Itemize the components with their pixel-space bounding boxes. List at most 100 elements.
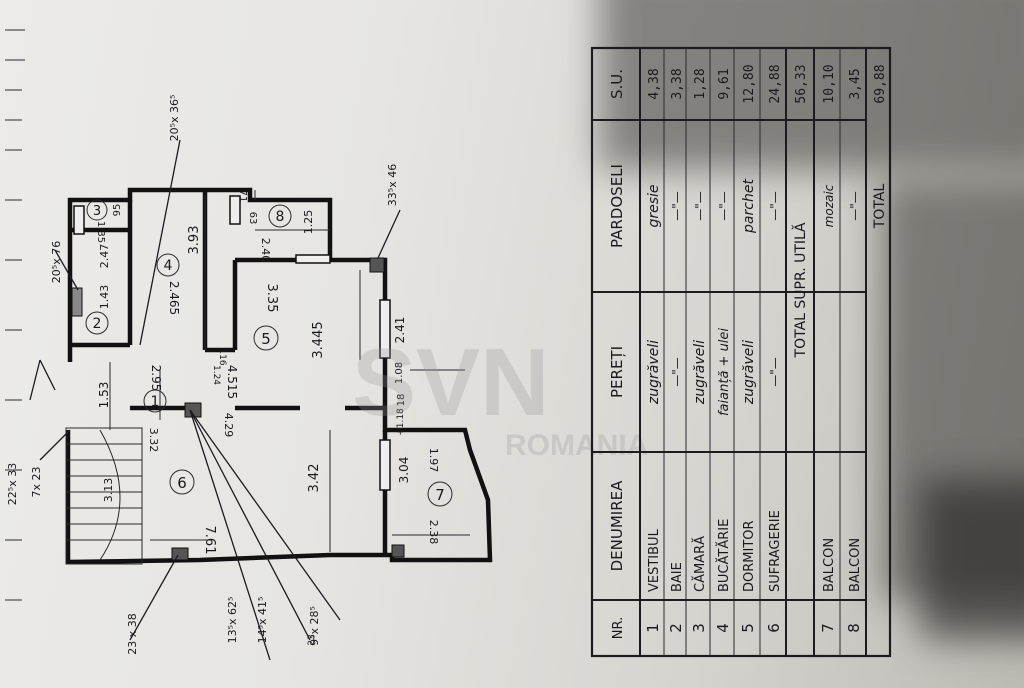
row-2-nr: 2 [667,623,685,633]
dim-27: 1.97 [427,448,440,473]
annot-10: 23 [307,634,317,645]
dim-4: 4.29 [222,413,235,438]
room-label-7: 7 [435,486,445,504]
row-8-name: BALCON [848,538,863,592]
outer-wall [65,187,493,565]
registration-marks [5,29,25,601]
room-label-2: 2 [93,316,102,332]
row-4-name: BUCĂTĂRIE [716,519,732,592]
photo-shadow-bottom [920,480,1024,640]
dim-26: 3.04 [397,457,411,484]
watermark-main: SVN [352,329,549,436]
header-su: S.U. [608,69,626,99]
row-5-nr: 5 [739,623,757,633]
dimension-texts: 1.53 2.95 3.32 4.29 3.42 7.61 3.13 1.43 … [95,190,440,555]
floor-plan: 1 2 3 4 5 6 7 8 1.53 2.95 3.32 4.29 3.42… [6,95,493,661]
dim-29: +1.18 [396,408,406,436]
window-kitchen [295,254,331,264]
row-1-floors: gresie [646,184,662,227]
dim-23: 2.41 [393,317,407,344]
dim-18: 1.25 [302,210,315,235]
table-row: 3 CĂMARĂ zugrăveli —"— 1,28 [690,68,708,632]
dim-8: 1.43 [98,285,111,310]
dim-28: 2.38 [427,520,440,545]
dim-24: 1.08 [394,362,405,384]
row-5-walls: zugrăveli [741,340,757,405]
window-pantry [73,205,85,235]
row-3-walls: zugrăveli [692,340,708,405]
staircase [65,427,143,565]
row-2-su: 3,38 [670,68,685,99]
row-2-name: BAIE [670,562,685,592]
row-4-su: 9,61 [717,68,732,99]
row-3-su: 1,28 [693,68,708,99]
annot-8: 14⁵x 41⁵ [256,597,269,644]
row-6-name: SUFRAGERIE [768,510,783,592]
room-table: NR. DENUMIREA PEREȚI PARDOSELI S.U. 1 VE… [590,46,892,658]
dim-17: 2.40 [259,238,272,263]
annot-5: 7x 23 [30,466,43,497]
watermark: SVN ROMANIA [352,329,648,462]
room-label-3: 3 [93,204,101,219]
row-7-name: BALCON [822,538,837,592]
row-1-nr: 1 [644,623,662,633]
room-label-5: 5 [261,330,271,348]
annot-1: 20⁵x 76 [50,241,63,283]
annot-4: 22⁵x 33 [6,463,19,505]
annot-2: 20⁵x 36⁵ [168,95,181,142]
dim-11: 95 [112,204,123,217]
dim-19: 63 [247,212,258,225]
column-hatch-4 [391,544,405,558]
dim-15: 3.445 [311,321,326,358]
table-row: 7 BALCON mozaic 10,10 [819,64,837,632]
window-balcony-8 [229,195,241,225]
row-5-name: DORMITOR [742,520,757,592]
header-pardoseli: PARDOSELI [608,164,626,248]
room-label-8: 8 [276,209,285,225]
table-row: 8 BALCON —"— 3,45 [845,68,863,632]
dim-9: 2.47 [98,244,111,269]
room-label-1: 1 [151,394,160,410]
annot-6: 23 x 38 [126,613,139,655]
room-label-4: 4 [164,258,173,274]
table-row: 2 BAIE —"— —"— 3,38 [667,68,685,632]
dim-12: 3.93 [187,226,202,255]
annotation-texts: 20⁵x 76 20⁵x 36⁵ 33⁵x 46 22⁵x 33 7x 23 2… [6,95,399,655]
dim-21: 1.24 [211,365,221,385]
row-8-nr: 8 [845,623,863,633]
room-label-6: 6 [177,474,187,492]
room-labels: 1 2 3 4 5 6 7 8 [85,199,453,507]
annot-9: 9⁵x 28⁵ [308,606,321,646]
dim-7: 3.13 [102,478,115,503]
row-1-walls: zugrăveli [646,340,662,405]
annot-7: 13⁵x 62⁵ [226,597,239,644]
leader-lines [29,139,401,661]
annot-3: 33⁵x 46 [386,164,399,206]
dim-1: 1.53 [97,382,111,409]
row-1-su: 4,38 [647,68,662,99]
row-4-nr: 4 [714,623,732,633]
dim-25: 18 [396,394,407,407]
table-row: 4 BUCĂTĂRIE faianță + ulei —"— 9,61 [714,68,732,632]
dim-14: 3.35 [264,284,279,313]
total-label: TOTAL [872,184,888,230]
header-nr: NR. [611,617,626,639]
row-8-floors: —"— [848,191,862,221]
row-4-floors: —"— [717,191,731,221]
row-3-name: CĂMARĂ [692,536,708,592]
table-row: 6 SUFRAGERIE —"— —"— 24,88 [765,64,783,632]
dim-20: 71 [237,190,248,203]
total-util-label: TOTAL SUPR. UTILĂ [791,222,809,358]
header-denumirea: DENUMIREA [608,480,626,571]
photo-shadow-top [600,0,1024,170]
row-4-walls: faianță + ulei [717,328,732,416]
dim-13: 2.465 [167,281,181,315]
row-5-floors: parchet [741,179,757,234]
row-7-nr: 7 [819,623,837,633]
row-2-walls: —"— [670,357,684,387]
header-pereti: PEREȚI [608,346,626,398]
column-hatch-3 [171,547,189,561]
row-1-name: VESTIBUL [647,528,662,592]
